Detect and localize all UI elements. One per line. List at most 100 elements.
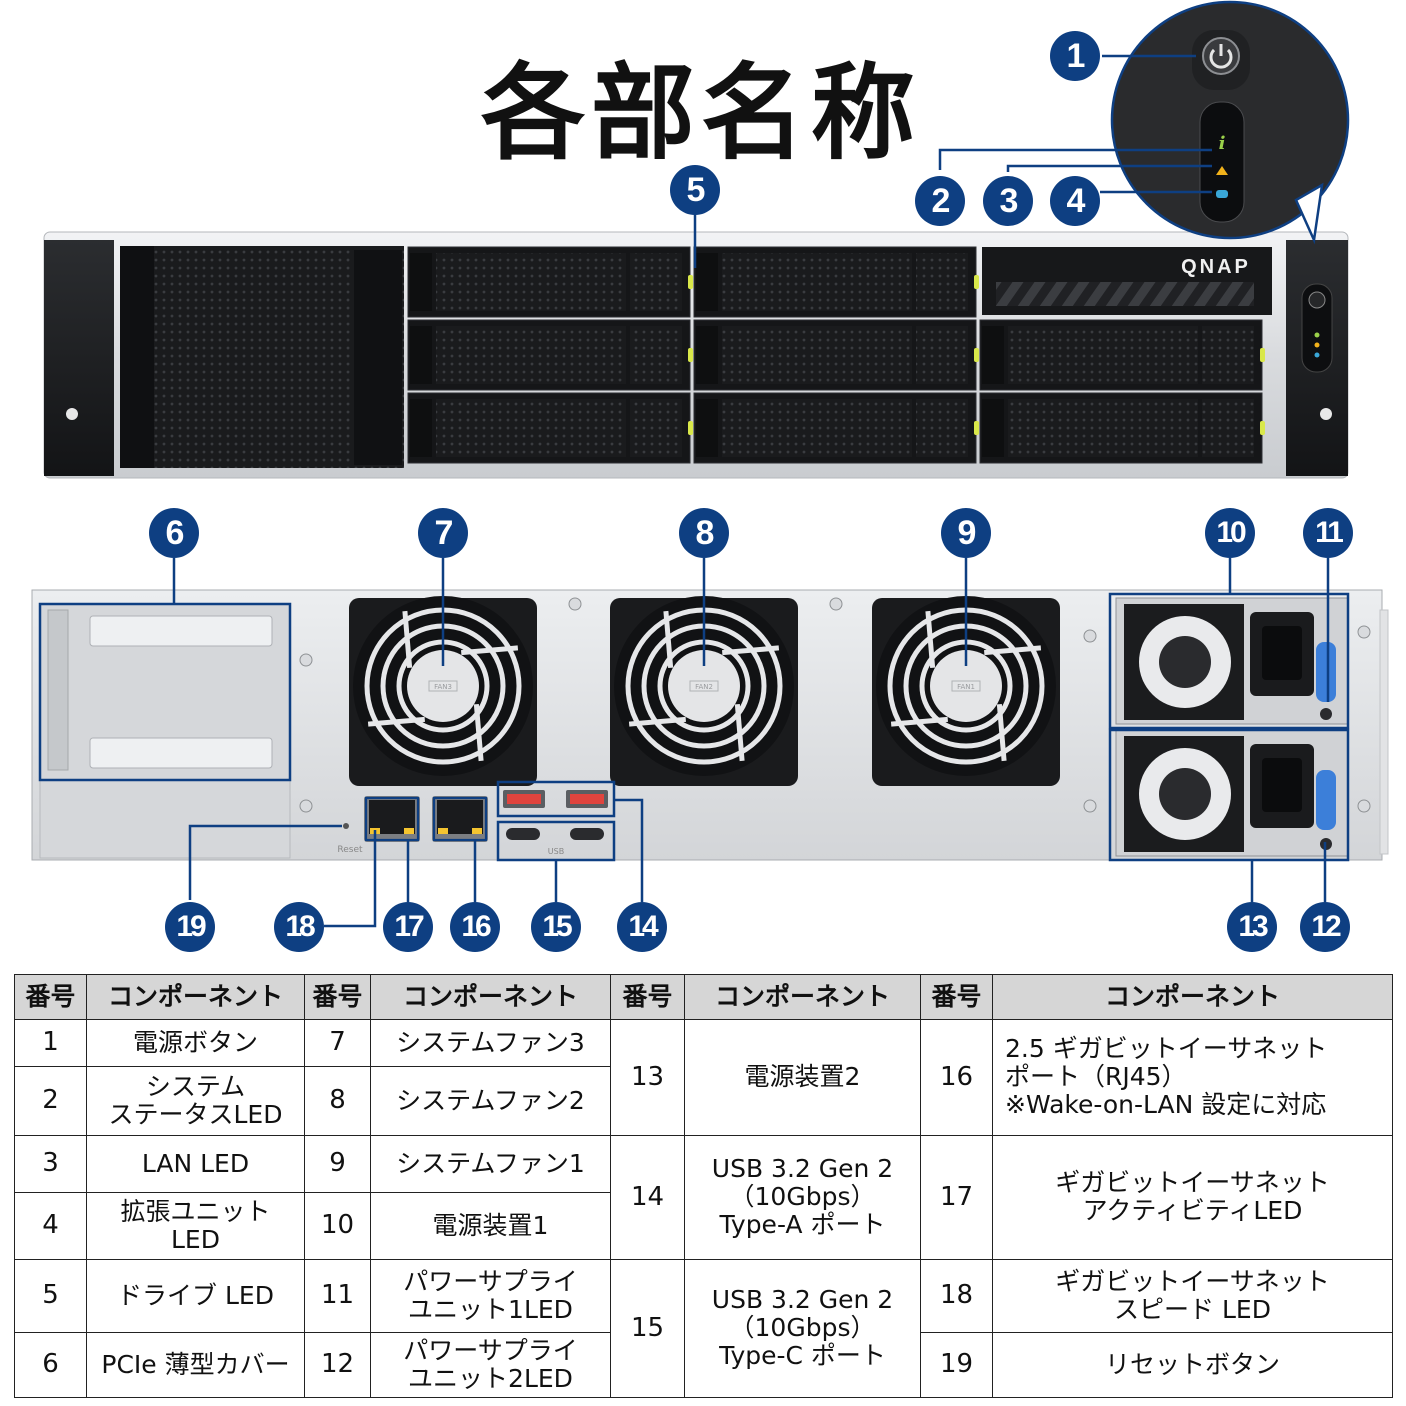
- callout-lines: [38, 54, 1350, 928]
- callout-15: 15: [531, 902, 581, 952]
- table-row: 5 ドライブ LED 11 パワーサプライ ユニット1LED 15 USB 3.…: [14, 1258, 1393, 1399]
- header-component: コンポーネント: [86, 974, 305, 1020]
- drive-led: [1260, 421, 1265, 435]
- item-num: 12: [304, 1331, 371, 1399]
- item-name: リセットボタン: [992, 1331, 1393, 1399]
- item-num: 8: [304, 1065, 371, 1136]
- header-component: コンポーネント: [370, 974, 611, 1020]
- drive-tray[interactable]: [693, 246, 979, 318]
- table-row: 4 拡張ユニット LED 10 電源装置1: [14, 1191, 1393, 1260]
- callout-4: 4: [1050, 176, 1100, 226]
- drive-tray[interactable]: [407, 319, 693, 391]
- table-row: 1 電源ボタン 7 システムファン3 13 電源装置2 16 2.5 ギガビット…: [14, 1018, 1393, 1136]
- header-num: 番号: [304, 974, 371, 1020]
- drive-led: [974, 421, 979, 435]
- callout-8: 8: [679, 508, 729, 558]
- table-header-row: 番号 コンポーネント 番号 コンポーネント 番号 コンポーネント 番号 コンポー…: [14, 974, 1393, 1020]
- item-num: 19: [920, 1331, 993, 1399]
- item-num: 1: [14, 1018, 87, 1067]
- callout-19: 19: [165, 902, 215, 952]
- rj45-port-2: [432, 796, 488, 842]
- item-num: 5: [14, 1258, 87, 1333]
- usb-a-ports: [503, 790, 608, 808]
- callout-10: 10: [1205, 508, 1255, 558]
- device-illustration: QNAP i Reset: [31, 0, 1389, 928]
- rj45-port-1: [364, 796, 420, 842]
- item-num: 18: [920, 1258, 993, 1333]
- item-name: システム ステータスLED: [86, 1065, 305, 1136]
- item-num: 3: [14, 1134, 87, 1193]
- header-num: 番号: [610, 974, 685, 1020]
- callout-6: 6: [149, 508, 199, 558]
- item-name: PCIe 薄型カバー: [86, 1331, 305, 1399]
- fan-label: FAN1: [957, 683, 975, 691]
- item-name: 電源装置2: [684, 1018, 921, 1136]
- info-led-icon: i: [1219, 133, 1226, 154]
- item-name: USB 3.2 Gen 2 （10Gbps） Type-A ポート: [684, 1134, 921, 1260]
- callout-5: 5: [670, 165, 720, 215]
- item-name: 電源ボタン: [86, 1018, 305, 1067]
- item-name: USB 3.2 Gen 2 （10Gbps） Type-C ポート: [684, 1258, 921, 1399]
- item-name: 電源装置1: [370, 1191, 611, 1260]
- item-name: システムファン3: [370, 1018, 611, 1067]
- callout-1: 1: [1050, 31, 1100, 81]
- system-fan-3: FAN3: [349, 596, 537, 786]
- header-component: コンポーネント: [684, 974, 921, 1020]
- item-num: 7: [304, 1018, 371, 1067]
- callout-12: 12: [1300, 902, 1350, 952]
- callout-13: 13: [1227, 902, 1277, 952]
- rear-panel: Reset: [31, 589, 1389, 861]
- item-num: 15: [610, 1258, 685, 1399]
- drive-tray[interactable]: [407, 392, 693, 464]
- item-name: ギガビットイーサネット スピード LED: [992, 1258, 1393, 1333]
- page-title: 各部名称: [480, 52, 921, 174]
- item-name: システムファン2: [370, 1065, 611, 1136]
- callout-9: 9: [941, 508, 991, 558]
- diagram-stage: 各部名称: [31, 0, 1389, 952]
- drive-led: [974, 348, 979, 362]
- item-name: パワーサプライ ユニット2LED: [370, 1331, 611, 1399]
- usb-c-ports: USB: [506, 828, 604, 856]
- item-num: 6: [14, 1331, 87, 1399]
- item-name: 拡張ユニット LED: [86, 1191, 305, 1260]
- item-num: 13: [610, 1018, 685, 1136]
- drive-trays: [407, 246, 1265, 464]
- table-row: 2 システム ステータスLED 8 システムファン2: [14, 1065, 1393, 1136]
- psu-1: [1115, 597, 1349, 725]
- callout-11: 11: [1303, 508, 1353, 558]
- drive-tray[interactable]: [979, 392, 1265, 464]
- item-name: ギガビットイーサネット アクティビティLED: [992, 1134, 1393, 1260]
- item-name: 2.5 ギガビットイーサネット ポート（RJ45） ※Wake-on-LAN 設…: [992, 1018, 1393, 1136]
- callout-3: 3: [983, 176, 1033, 226]
- header-num: 番号: [14, 974, 87, 1020]
- item-num: 10: [304, 1191, 371, 1260]
- table-row: 6 PCIe 薄型カバー 12 パワーサプライ ユニット2LED 19 リセット…: [14, 1331, 1393, 1399]
- drive-led: [688, 348, 693, 362]
- item-num: 4: [14, 1191, 87, 1260]
- item-num: 14: [610, 1134, 685, 1260]
- header-component: コンポーネント: [992, 974, 1393, 1020]
- drive-tray[interactable]: [693, 392, 979, 464]
- item-name: パワーサプライ ユニット1LED: [370, 1258, 611, 1333]
- item-num: 9: [304, 1134, 371, 1193]
- header-num: 番号: [920, 974, 993, 1020]
- fan-label: FAN3: [434, 683, 452, 691]
- drive-led: [974, 275, 979, 289]
- drive-led: [688, 421, 693, 435]
- drive-tray[interactable]: [693, 319, 979, 391]
- component-table: 番号 コンポーネント 番号 コンポーネント 番号 コンポーネント 番号 コンポー…: [14, 974, 1393, 1399]
- item-num: 16: [920, 1018, 993, 1136]
- drive-tray[interactable]: [979, 319, 1265, 391]
- drive-tray[interactable]: [407, 246, 693, 318]
- callout-17: 17: [383, 902, 433, 952]
- table-row: 3 LAN LED 9 システムファン1 14 USB 3.2 Gen 2 （1…: [14, 1134, 1393, 1260]
- reset-label: Reset: [337, 845, 363, 855]
- brand-logo: QNAP: [1181, 256, 1251, 278]
- item-num: 17: [920, 1134, 993, 1260]
- callout-18: 18: [274, 902, 324, 952]
- usb-label: USB: [548, 847, 564, 856]
- psu-2: [1115, 729, 1349, 857]
- zoom-callout: i: [1110, 0, 1350, 245]
- item-name: ドライブ LED: [86, 1258, 305, 1333]
